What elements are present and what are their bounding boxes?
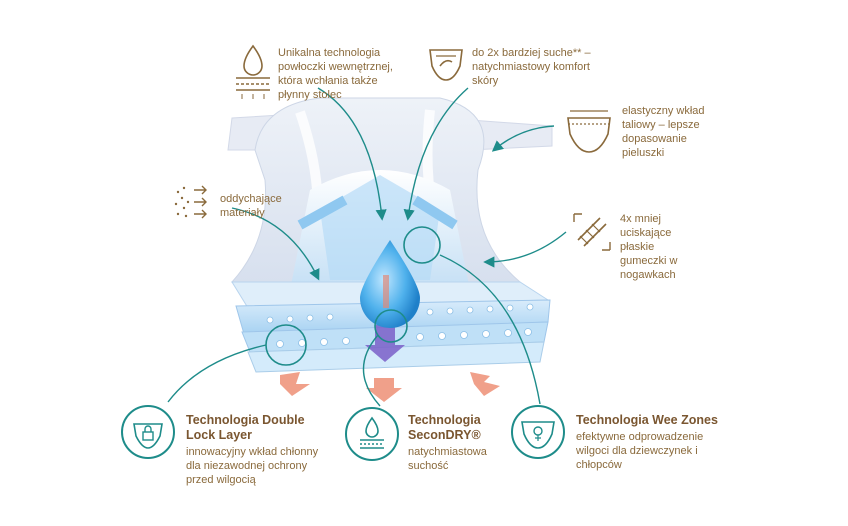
coating-layers-icon — [232, 44, 274, 100]
zoom-circle-center — [374, 309, 408, 343]
ventilation-arrows — [280, 372, 500, 402]
feature-double-lock: Technologia Double Lock Layer innowacyjn… — [186, 413, 326, 487]
feature-wee-zones: Technologia Wee Zones efektywne odprowad… — [576, 413, 726, 472]
callout-waist: elastyczny wkład taliowy – lepsze dopaso… — [622, 105, 705, 159]
callout-breathable: oddychające materiały — [220, 193, 282, 219]
diaper-zones-icon — [510, 404, 566, 460]
feature-description: innowacyjny wkład chłonny dla niezawodne… — [186, 446, 319, 486]
drop-layers-icon — [344, 406, 400, 462]
feature-description: efektywne odprowadzenie wilgoci dla dzie… — [576, 431, 704, 471]
leg-cuffs-icon — [570, 210, 614, 254]
zoom-circle-core — [403, 226, 441, 264]
breathable-icon — [172, 182, 212, 222]
feature-title: Technologia Wee Zones — [576, 413, 718, 427]
feature-description: natychmiastowa suchość — [408, 446, 487, 472]
feature-title: Technologia SeconDRY® — [408, 413, 481, 442]
callout-inner-coating: Unikalna technologia powłoczki wewnętrzn… — [278, 47, 393, 101]
callout-drier: do 2x bardziej suche** – natychmiastowy … — [472, 47, 591, 87]
feature-secondry: Technologia SeconDRY® natychmiastowa suc… — [408, 413, 518, 473]
lock-icon — [120, 404, 176, 460]
water-drop — [360, 240, 420, 328]
dry-diaper-icon — [426, 44, 466, 84]
feature-title: Technologia Double Lock Layer — [186, 413, 305, 442]
layer-bottom — [247, 341, 545, 373]
callout-leg-cuffs: 4x mniej uciskające płaskie gumeczki w n… — [620, 213, 678, 281]
waistband-icon — [566, 108, 612, 156]
